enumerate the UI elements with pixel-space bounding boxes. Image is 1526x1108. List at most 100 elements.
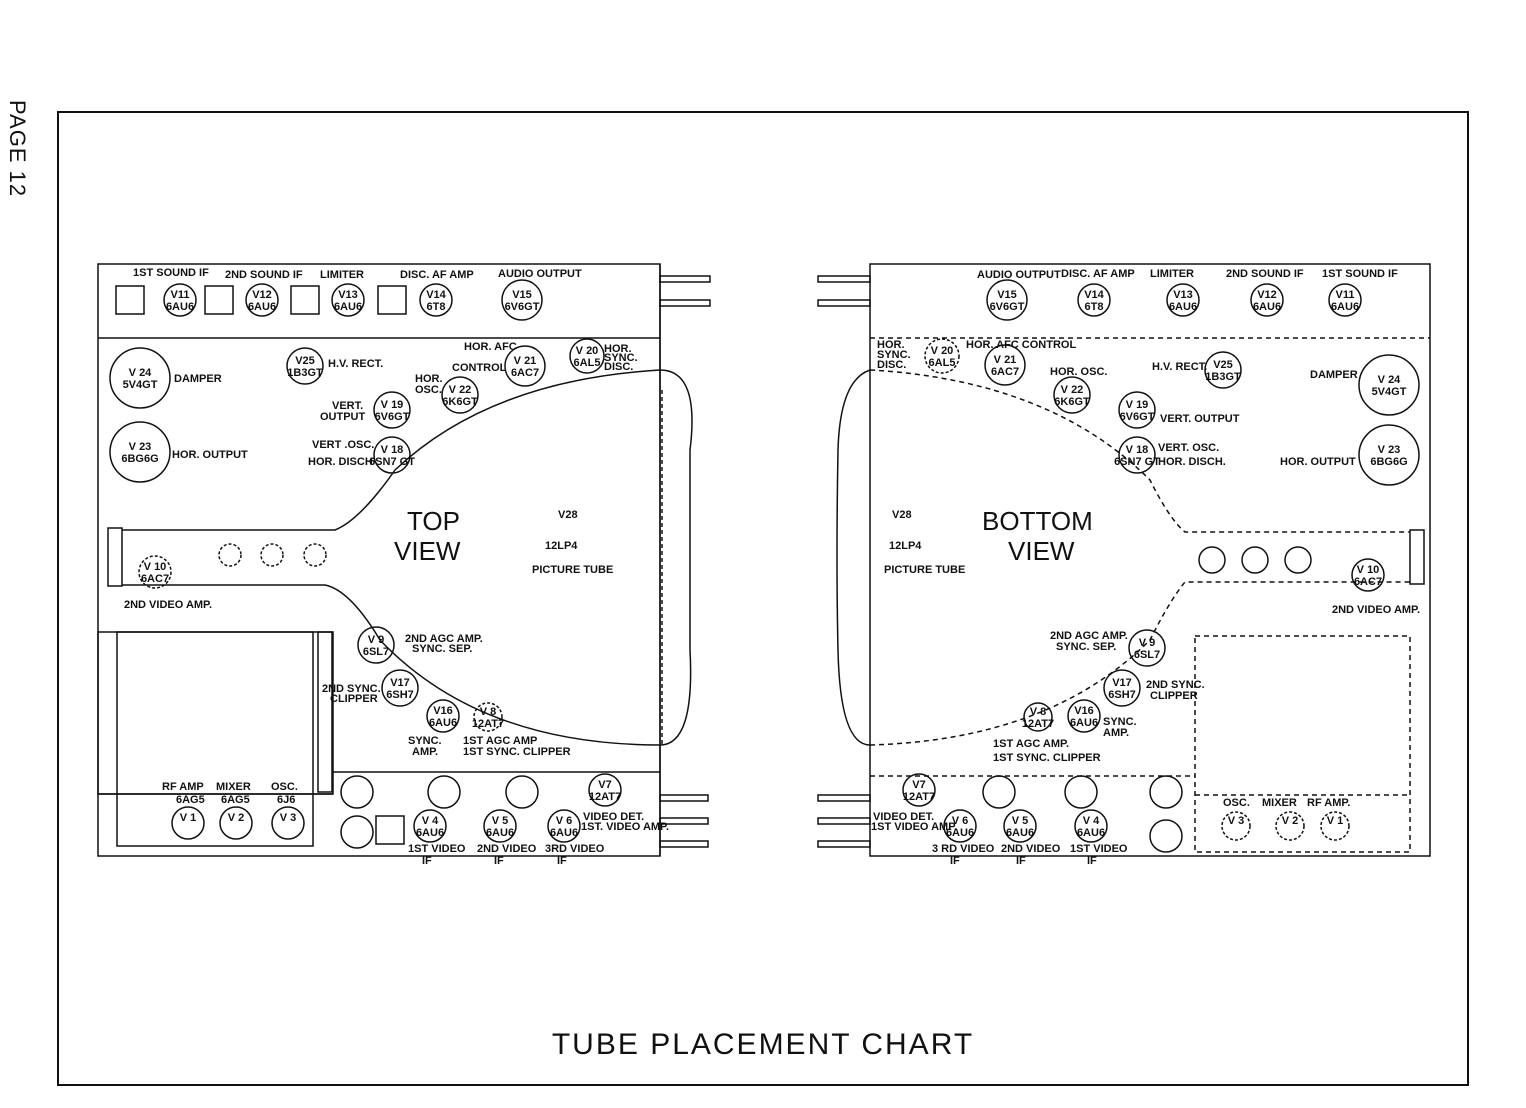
if-can <box>375 815 405 845</box>
tube-id: V 20 <box>576 345 599 357</box>
label: RF AMP <box>162 781 204 793</box>
label: OSC. <box>271 781 298 793</box>
tube-type: 1B3GT <box>1205 371 1241 383</box>
label: H.V. RECT. <box>328 358 383 370</box>
tube-type: 6SH7 <box>386 689 414 701</box>
label: AMP. <box>1103 727 1129 739</box>
tube-type: 6AC7 <box>511 367 539 379</box>
tube-id: V 2 <box>1282 815 1299 827</box>
top-view-title-2: VIEW <box>394 536 461 566</box>
chart-frame <box>57 111 1469 1086</box>
tube-type: 6V6GT <box>1120 411 1155 423</box>
tube-id: V12 <box>252 289 272 301</box>
bottom-sound-2nd-label: 2ND SOUND IF <box>1226 268 1304 280</box>
if-can <box>115 285 145 315</box>
tube-id: V 23 <box>1378 444 1401 456</box>
tube-type: 6AU6 <box>1070 717 1098 729</box>
tube-id: V 22 <box>1061 384 1084 396</box>
tube-type: 6AU6 <box>946 827 974 839</box>
label: HOR. <box>604 343 632 355</box>
tube-socket-v2: V 2 <box>219 806 253 840</box>
socket-outline <box>340 815 374 849</box>
label: CONTROL <box>452 362 507 374</box>
bottom-sound-1st-label: 1ST SOUND IF <box>1322 268 1398 280</box>
label: RF AMP. <box>1307 797 1350 809</box>
label: CLIPPER <box>330 693 378 705</box>
label: IF <box>950 855 960 867</box>
tube-id: V17 <box>1112 677 1132 689</box>
tube-id: V 2 <box>228 812 245 824</box>
label: DISC. <box>877 359 906 371</box>
socket-outline <box>340 775 374 809</box>
tube-id: V 10 <box>1357 564 1380 576</box>
tube-id: V13 <box>338 289 358 301</box>
label: 1ST SYNC. CLIPPER <box>993 752 1101 764</box>
tube-type: 6AC7 <box>1354 576 1382 588</box>
bottom-tube-socket-v1: V 1 <box>1320 811 1350 841</box>
tube-id: V7 <box>598 779 611 791</box>
label: 1ST AGC AMP. <box>993 738 1069 750</box>
socket-outline <box>218 543 242 567</box>
label: HOR. OUTPUT <box>172 449 248 461</box>
tube-type: 6SL7 <box>1134 649 1160 661</box>
tube-id: V 19 <box>1126 399 1149 411</box>
label: HOR. DISCH <box>308 456 373 468</box>
label: MIXER <box>1262 797 1297 809</box>
top-view-title-1: TOP <box>407 506 460 536</box>
tube-id: V7 <box>912 779 925 791</box>
tube-type: 12AT7 <box>903 791 935 803</box>
tube-id: V13 <box>1173 289 1193 301</box>
socket-outline <box>1241 546 1269 574</box>
tube-type: 6AU6 <box>1331 301 1359 313</box>
label: CLIPPER <box>1150 690 1198 702</box>
label: 2ND VIDEO <box>477 843 537 855</box>
tube-type: 6AU6 <box>416 827 444 839</box>
bottom-12lp4: 12LP4 <box>889 540 922 552</box>
socket-outline <box>1198 546 1226 574</box>
tube-id: V 3 <box>1228 815 1245 827</box>
socket-outline <box>1149 819 1183 853</box>
tube-id: V 18 <box>381 444 404 456</box>
tube-id: V 8 <box>480 706 497 718</box>
tube-id: V14 <box>1084 289 1104 301</box>
label: IF <box>494 855 504 867</box>
tube-type: 5V4GT <box>123 379 158 391</box>
label: 1ST AGC AMP <box>463 735 537 747</box>
tube-type: 6AU6 <box>248 301 276 313</box>
tube-type: 6AU6 <box>1077 827 1105 839</box>
top-v28: V28 <box>558 509 578 521</box>
socket-outline <box>303 543 327 567</box>
tube-id: V 19 <box>381 399 404 411</box>
label: HOR. AFC CONTROL <box>966 339 1076 351</box>
tube-id: V16 <box>433 705 453 717</box>
label: DISC. <box>604 361 633 373</box>
tube-type: 12AT7 <box>472 718 504 730</box>
tube-id: V12 <box>1257 289 1277 301</box>
top-disc-label: DISC. AF AMP <box>400 269 474 281</box>
tube-type: 6V6GT <box>375 411 410 423</box>
socket-outline <box>260 543 284 567</box>
label: OUTPUT <box>320 411 366 423</box>
label: AMP. <box>412 746 438 758</box>
